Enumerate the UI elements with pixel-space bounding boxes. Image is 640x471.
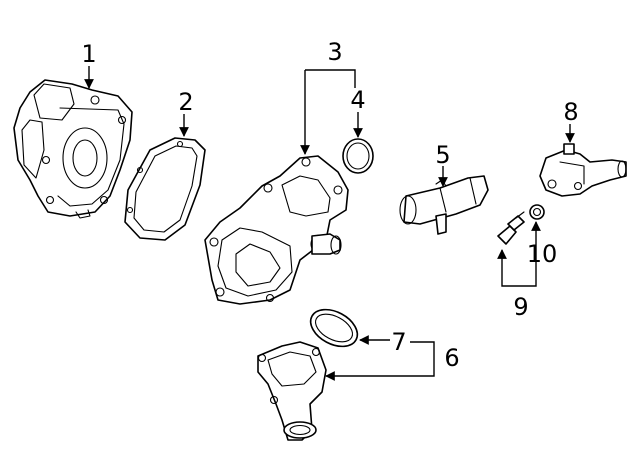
- callout-2: 2: [178, 88, 193, 116]
- leader-9-left: [497, 249, 520, 287]
- callout-7: 7: [391, 328, 406, 356]
- callout-8: 8: [563, 98, 578, 126]
- leader-lines: [84, 66, 575, 381]
- callout-10: 10: [527, 240, 558, 268]
- part-10-washer: [529, 204, 545, 220]
- part-2-gasket: [124, 137, 206, 241]
- callout-5: 5: [435, 141, 450, 169]
- part-3-thermostat-housing: [204, 155, 349, 305]
- part-5-outlet-pipe: [399, 175, 489, 235]
- callout-labels: 1 2 3 4 5 6 7 8 9 10: [81, 38, 578, 372]
- part-6-thermostat-assembly: [257, 341, 327, 441]
- callout-6: 6: [444, 344, 459, 372]
- leader-6: [325, 341, 435, 381]
- callout-1: 1: [81, 40, 96, 68]
- part-4-o-ring: [342, 138, 374, 174]
- part-7-o-ring: [309, 308, 359, 348]
- leader-3-bracket: [305, 69, 356, 88]
- part-1-water-pump-housing: [13, 79, 133, 219]
- leader-9-right: [520, 221, 541, 287]
- part-9-temperature-sensor: [497, 211, 525, 245]
- callout-4: 4: [350, 86, 365, 114]
- part-8-water-outlet: [539, 143, 627, 197]
- callout-3: 3: [327, 38, 342, 66]
- callout-9: 9: [513, 293, 528, 321]
